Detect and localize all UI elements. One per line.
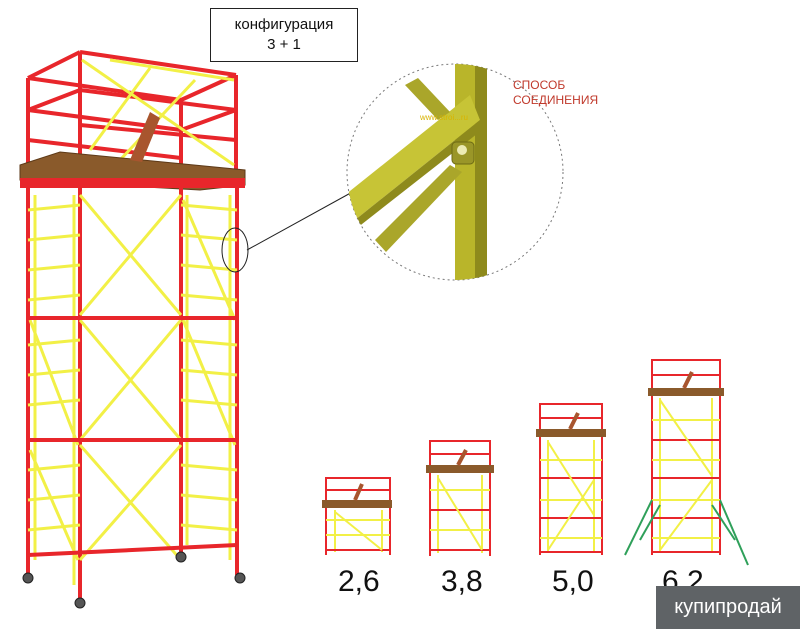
height-label-5-0: 5,0	[552, 565, 594, 598]
scaffold-6-2	[624, 359, 749, 566]
scaffold-3-8	[426, 440, 494, 556]
detail-watermark-text: www.stroi...ru	[420, 113, 469, 122]
site-watermark-badge: купипродай	[656, 586, 800, 629]
connection-label-line2: СОЕДИНЕНИЯ	[513, 93, 599, 107]
configuration-value: 3 + 1	[267, 36, 301, 53]
connection-detail-circle	[346, 63, 564, 281]
connection-label-line1: СПОСОБ	[513, 78, 566, 92]
connection-method-label: СПОСОБ СОЕДИНЕНИЯ	[513, 78, 598, 108]
configuration-title: конфигурация	[234, 16, 334, 33]
scaffold-5-0	[536, 403, 606, 555]
height-label-2-6: 2,6	[338, 565, 380, 598]
large-scaffold-tower	[19, 50, 246, 609]
callout-leader-line	[246, 189, 357, 251]
scaffold-2-6	[322, 477, 392, 555]
configuration-label-box: конфигурация 3 + 1	[210, 8, 358, 62]
height-label-3-8: 3,8	[441, 565, 483, 598]
